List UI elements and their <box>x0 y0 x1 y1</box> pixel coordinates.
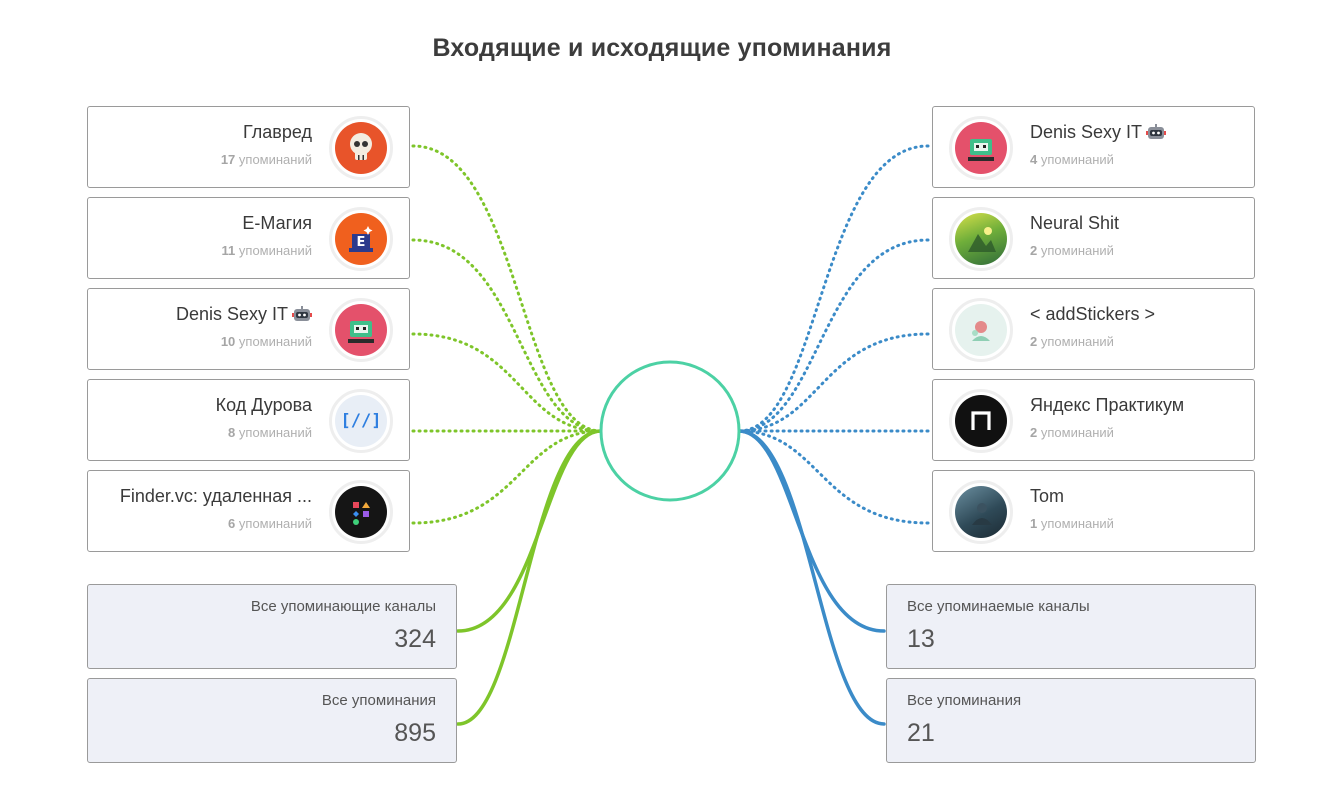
outgoing-solid-line <box>737 429 886 633</box>
channel-name: E-Магия <box>242 213 312 233</box>
mentions-count: 8 упоминаний <box>228 425 312 440</box>
robot-emoji-icon <box>292 306 312 321</box>
incoming-channel-card[interactable]: E-Магия 11 упоминаний E <box>87 197 410 279</box>
incoming-dotted-line <box>411 238 603 433</box>
robot-avatar-icon <box>949 116 1013 180</box>
channel-name: Denis Sexy IT <box>1030 122 1167 143</box>
all-mentioning-channels-box: Все упоминающие каналы 324 <box>87 584 457 669</box>
incoming-solid-line <box>456 429 603 633</box>
incoming-solid-line <box>456 429 603 726</box>
mentions-count: 4 упоминаний <box>1030 152 1114 167</box>
outgoing-dotted-line <box>737 238 930 433</box>
photo-avatar-icon <box>949 480 1013 544</box>
robot-avatar-icon <box>329 298 393 362</box>
channel-name: Яндекс Практикум <box>1030 395 1185 415</box>
practicum-logo-icon <box>949 389 1013 453</box>
outgoing-dotted-line <box>737 332 930 433</box>
svg-text:E: E <box>357 235 366 250</box>
shapes-avatar-icon <box>329 480 393 544</box>
incoming-channel-card[interactable]: Код Дурова 8 упоминаний [//] <box>87 379 410 461</box>
channel-name: < addStickers > <box>1030 304 1156 324</box>
stat-value: 895 <box>394 719 436 747</box>
magic-hat-avatar-icon: E <box>329 207 393 271</box>
mentions-count: 2 упоминаний <box>1030 243 1114 258</box>
stat-label: Все упоминаемые каналы <box>907 598 1090 615</box>
stat-value: 324 <box>394 625 436 653</box>
mentions-count: 6 упоминаний <box>228 516 312 531</box>
mentions-count: 17 упоминаний <box>220 152 312 167</box>
outgoing-channel-card[interactable]: Яндекс Практикум 2 упоминаний <box>932 379 1255 461</box>
mentions-count: 1 упоминаний <box>1030 516 1114 531</box>
incoming-channel-card[interactable]: Главред 17 упоминаний <box>87 106 410 188</box>
center-circle <box>599 360 741 502</box>
channel-name: Denis Sexy IT <box>176 304 312 325</box>
outgoing-dotted-line <box>737 429 930 525</box>
mentions-count: 11 упоминаний <box>221 243 312 258</box>
stat-value: 13 <box>907 625 935 653</box>
incoming-channel-card[interactable]: Finder.vc: удаленная ... 6 упоминаний <box>87 470 410 552</box>
stat-label: Все упоминания <box>321 692 436 709</box>
all-mentioned-channels-box: Все упоминаемые каналы 13 <box>886 584 1256 669</box>
incoming-channel-card[interactable]: Denis Sexy IT 10 упоминаний <box>87 288 410 370</box>
skull-avatar-icon <box>329 116 393 180</box>
incoming-dotted-line <box>411 144 603 433</box>
stat-label: Все упоминающие каналы <box>250 598 436 615</box>
channel-name: Главред <box>243 122 312 142</box>
landscape-avatar-icon <box>949 207 1013 271</box>
channel-name: Tom <box>1030 486 1065 506</box>
outgoing-dotted-line <box>737 144 930 433</box>
all-incoming-mentions-box: Все упоминания 895 <box>87 678 457 763</box>
outgoing-channel-card[interactable]: < addStickers > 2 упоминаний <box>932 288 1255 370</box>
channel-name: Neural Shit <box>1030 213 1120 233</box>
outgoing-solid-line <box>737 429 886 726</box>
incoming-dotted-line <box>411 332 603 433</box>
mentions-count: 2 упоминаний <box>1030 334 1114 349</box>
stat-label: Все упоминания <box>907 692 1022 709</box>
mentions-count: 10 упоминаний <box>220 334 312 349</box>
mentions-count: 2 упоминаний <box>1030 425 1114 440</box>
outgoing-channel-card[interactable]: Neural Shit 2 упоминаний <box>932 197 1255 279</box>
all-outgoing-mentions-box: Все упоминания 21 <box>886 678 1256 763</box>
robot-emoji-icon <box>1146 124 1167 139</box>
stat-value: 21 <box>907 719 935 747</box>
outgoing-channel-card[interactable]: Tom 1 упоминаний <box>932 470 1255 552</box>
channel-name: Код Дурова <box>215 395 312 415</box>
page-title: Входящие и исходящие упоминания <box>432 34 892 62</box>
sticker-avatar-icon <box>949 298 1013 362</box>
incoming-dotted-line <box>411 429 603 525</box>
code-brackets-avatar-icon: [//] <box>329 389 393 453</box>
outgoing-channel-card[interactable]: Denis Sexy IT 4 упоминаний <box>932 106 1255 188</box>
channel-name: Finder.vc: удаленная ... <box>119 486 312 506</box>
